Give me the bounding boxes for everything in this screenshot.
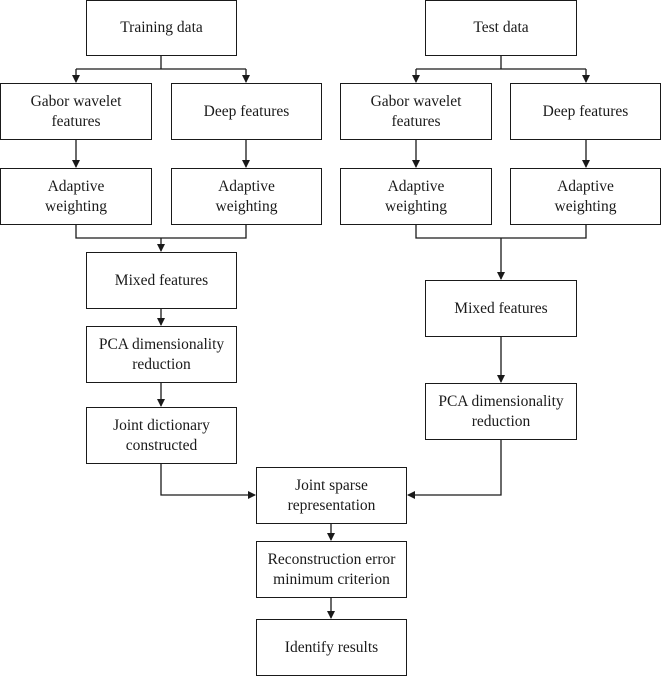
test-aw1-line1: Adaptive [387,177,445,195]
test-aw2-line2: weighting [554,197,617,215]
joint-sparse-line2: representation [287,496,376,514]
train-aw1-line1: Adaptive [47,177,105,195]
train-mixed-label: Mixed features [114,271,209,289]
test-merge-connector [415,225,587,239]
test-mixed-features-box: Mixed features [425,280,577,337]
identify-label: Identify results [284,638,379,656]
test-gabor-line1: Gabor wavelet [370,92,462,110]
reconstruction-box: Reconstruction error minimum criterion [256,541,407,598]
joint-dict-line1: Joint dictionary [113,416,210,434]
test-aw1-line2: weighting [385,197,447,215]
arrow-test-pca-to-joint-sparse [407,440,502,499]
joint-dict-line2: constructed [125,436,198,454]
train-mixed-features-box: Mixed features [86,252,237,309]
train-gabor-line1: Gabor wavelet [30,92,122,110]
test-aw2-line1: Adaptive [557,177,614,195]
joint-sparse-box: Joint sparse representation [256,467,407,524]
train-pca-line2: reduction [132,355,191,373]
train-aw1-line2: weighting [45,197,107,215]
test-pca-line1: PCA dimensionality [438,392,564,410]
training-data-box: Training data [86,0,237,56]
train-gabor-line2: features [51,112,101,130]
train-adaptive-weighting-2-box: Adaptive weighting [171,168,322,225]
recon-line1: Reconstruction error [267,550,396,568]
test-adaptive-weighting-1-box: Adaptive weighting [340,168,492,225]
test-pca-line2: reduction [471,412,531,430]
train-adaptive-weighting-1-box: Adaptive weighting [0,168,152,225]
test-pca-box: PCA dimensionality reduction [425,383,577,440]
train-merge-connector [75,225,247,239]
test-adaptive-weighting-2-box: Adaptive weighting [510,168,661,225]
train-aw2-line2: weighting [215,197,278,215]
joint-dictionary-box: Joint dictionary constructed [86,407,237,464]
test-deep-label: Deep features [542,102,629,120]
training-data-label: Training data [120,19,203,36]
train-pca-box: PCA dimensionality reduction [86,326,237,383]
joint-sparse-line1: Joint sparse [295,476,368,494]
arrow-dict-to-joint-sparse [160,464,256,499]
test-gabor-line2: features [391,112,441,130]
identify-results-box: Identify results [256,619,407,676]
train-pca-line1: PCA dimensionality [98,335,225,353]
test-split-connector [416,56,586,70]
train-deep-box: Deep features [171,83,322,140]
training-split-connector [76,56,246,70]
test-mixed-label: Mixed features [454,299,548,317]
test-data-label: Test data [473,19,529,36]
test-gabor-box: Gabor wavelet features [340,83,492,140]
train-aw2-line1: Adaptive [218,177,275,195]
test-deep-box: Deep features [510,83,661,140]
train-deep-label: Deep features [203,102,290,120]
train-gabor-box: Gabor wavelet features [0,83,152,140]
recon-line2: minimum criterion [273,570,390,588]
test-data-box: Test data [425,0,577,56]
